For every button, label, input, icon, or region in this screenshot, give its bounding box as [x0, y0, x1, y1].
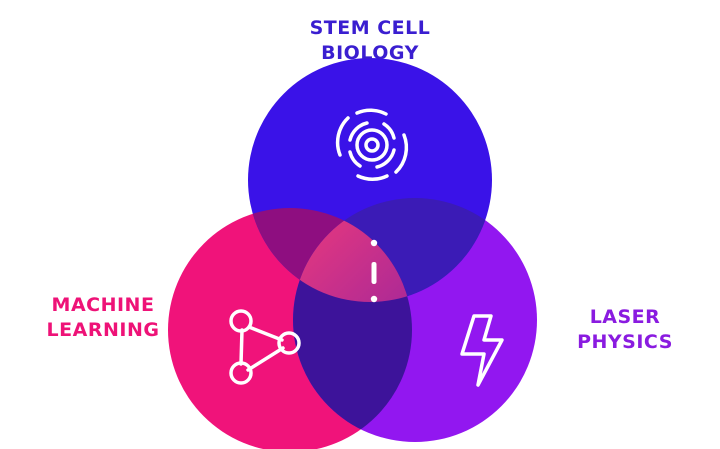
stem-cell-label-line-2: BIOLOGY [321, 42, 419, 64]
laser-physics-label: LASER PHYSICS [555, 305, 695, 355]
exclamation-icon [370, 239, 378, 303]
machine-learning-label-line-1: MACHINE [51, 294, 155, 316]
watermark-text: @稀土掘金技术社区 [594, 419, 712, 434]
network-nodes-icon [229, 309, 301, 385]
machine-learning-label: MACHINE LEARNING [28, 293, 178, 343]
stem-cell-biology-label: STEM CELL BIOLOGY [260, 16, 480, 66]
center-overlap [293, 208, 412, 302]
concentric-arcs-icon [335, 108, 409, 181]
machine-learning-label-line-2: LEARNING [46, 319, 160, 341]
laser-physics-label-line-1: LASER [589, 306, 661, 328]
lightning-bolt-icon [460, 314, 504, 387]
stem-cell-label-line-1: STEM CELL [309, 17, 431, 39]
laser-physics-label-line-2: PHYSICS [577, 331, 673, 353]
